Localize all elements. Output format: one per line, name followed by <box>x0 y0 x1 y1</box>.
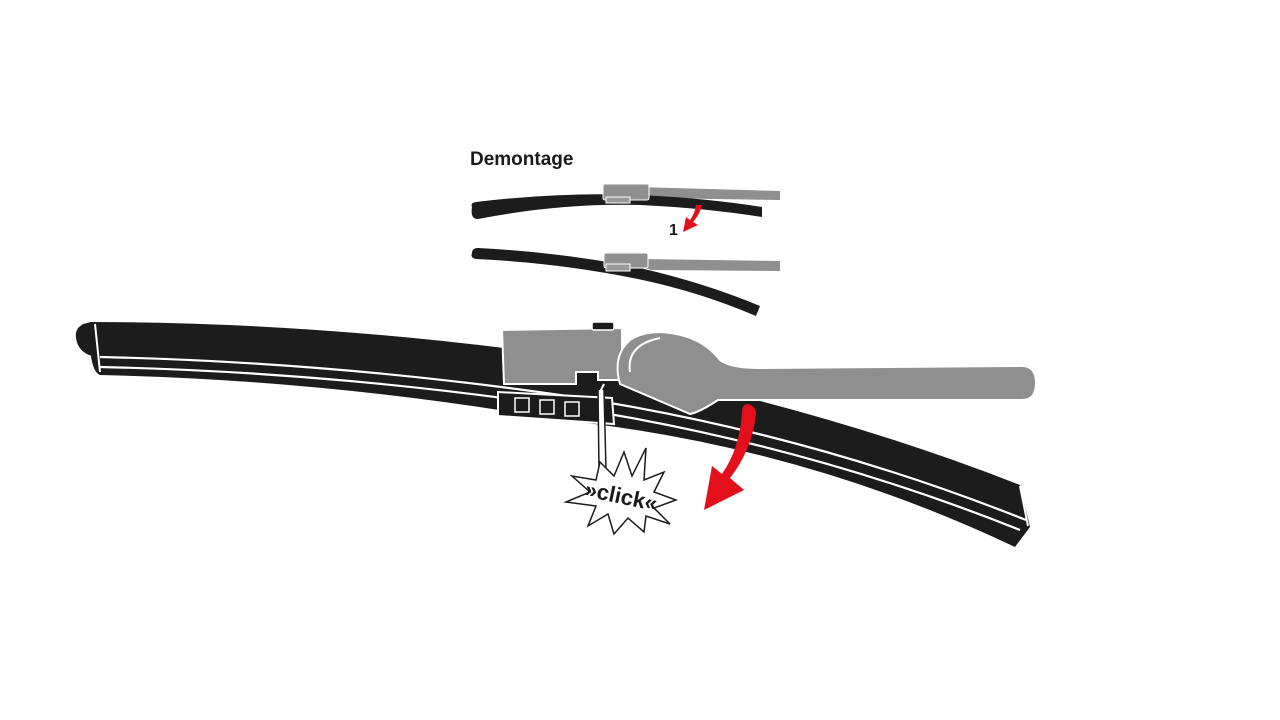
small-wiper-2-arm <box>640 259 780 271</box>
large-wiper-end-seam <box>94 323 101 373</box>
adapter-release-tab <box>591 321 615 331</box>
small-wiper-1-clip <box>605 196 631 204</box>
small-wiper-1-blade <box>471 194 762 219</box>
large-wiper-tip-seam <box>1019 485 1029 527</box>
large-wiper-arm-hook-line <box>628 337 661 373</box>
small-wiper-2-clip <box>605 263 631 272</box>
starburst-shape <box>563 447 679 536</box>
small-wiper-step-1: 1 <box>471 183 780 239</box>
click-pointer-line <box>597 389 607 471</box>
small-wiper-step-2 <box>471 248 780 316</box>
small-wiper-2-blade <box>471 248 760 316</box>
adapter-tooth-2 <box>539 399 555 415</box>
step-number: 1 <box>669 222 678 239</box>
adapter-tooth-3 <box>564 401 580 417</box>
diagram-title: Demontage <box>470 149 573 170</box>
large-wiper-adapter-housing <box>500 326 623 385</box>
small-wiper-1-arm <box>636 187 780 200</box>
large-wiper-arm <box>616 330 1038 416</box>
large-wiper <box>75 321 1038 547</box>
small-arrow-icon <box>683 205 702 232</box>
large-arrow-icon <box>704 404 756 510</box>
large-wiper-end-cap <box>75 322 92 356</box>
click-burst-icon: »click« <box>563 389 679 536</box>
adapter-tooth-1 <box>514 397 530 413</box>
